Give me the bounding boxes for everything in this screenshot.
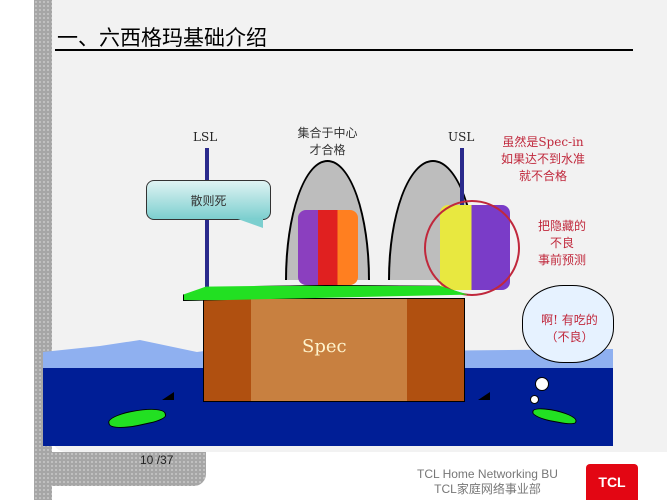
lsl-line — [205, 148, 209, 298]
footer-band — [34, 452, 206, 486]
highlight-circle — [424, 200, 520, 296]
title-divider — [55, 49, 633, 51]
spec-in-note: 虽然是Spec-in 如果达不到水准 就不合格 — [500, 135, 585, 183]
usl-label: USL — [448, 130, 475, 144]
shark-fin-right — [478, 392, 490, 400]
callout-tail — [235, 218, 263, 228]
cartoon-people-group — [298, 210, 358, 285]
page-number: 10 /37 — [140, 453, 174, 467]
tcl-logo: TCL — [586, 464, 638, 500]
center-note: 集合于中心 才合格 — [297, 126, 358, 157]
predict-note: 把隐藏的 不良 事前预测 — [537, 219, 586, 267]
island-cliff — [203, 298, 465, 402]
thought-bubble-dot — [535, 377, 549, 391]
scatter-callout: 散则死 — [146, 180, 271, 220]
shark-fin-left — [162, 392, 174, 400]
lsl-label: LSL — [193, 130, 218, 144]
footer-org: TCL Home Networking BU TCL家庭网络事业部 — [417, 467, 558, 496]
thought-text: 啊! 有吃的 （不良） — [541, 313, 598, 344]
island-spec-label: Spec — [302, 336, 347, 357]
thought-cloud — [522, 285, 614, 363]
slide-title: 一、六西格玛基础介绍 — [57, 26, 267, 50]
thought-bubble-dot — [530, 395, 539, 404]
